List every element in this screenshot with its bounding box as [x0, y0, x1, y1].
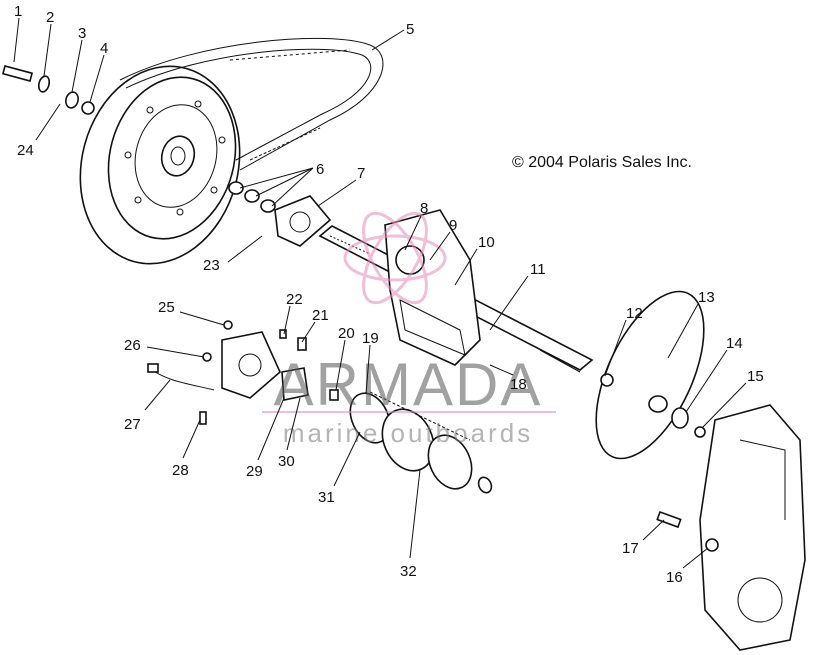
callout-27: 27: [124, 416, 141, 433]
callout-31: 31: [318, 489, 335, 506]
callout-23: 23: [203, 257, 220, 274]
copyright-text: © 2004 Polaris Sales Inc.: [512, 154, 692, 171]
callout-25: 25: [158, 299, 175, 316]
callout-19: 19: [362, 330, 379, 347]
callout-24: 24: [17, 142, 34, 159]
leader-lines: [13, 17, 747, 569]
jackshaft-housing: [384, 209, 481, 366]
cover-bolt: [656, 510, 719, 552]
callout-9: 9: [449, 217, 457, 234]
callout-15: 15: [747, 368, 764, 385]
shim-washers: [228, 181, 276, 213]
callout-22: 22: [286, 291, 303, 308]
bearing-flange-plate: [274, 195, 332, 247]
gearbox-assembly: [147, 320, 493, 494]
callout-2: 2: [46, 9, 54, 26]
watermark-name: ARMADA: [274, 351, 543, 418]
callout-7: 7: [357, 165, 365, 182]
callout-6: 6: [316, 161, 324, 178]
watermark: ARMADA marine outboards: [262, 211, 556, 448]
callout-1: 1: [14, 3, 22, 20]
callout-32: 32: [400, 563, 417, 580]
watermark-logo-icon: [343, 211, 447, 305]
callout-10: 10: [478, 234, 495, 251]
callout-16: 16: [666, 569, 683, 586]
callout-18: 18: [510, 376, 527, 393]
callout-14: 14: [726, 335, 743, 352]
callout-3: 3: [78, 25, 86, 42]
callout-8: 8: [420, 200, 428, 217]
bolt-stack: [1, 65, 95, 115]
callout-21: 21: [312, 307, 329, 324]
callout-20: 20: [338, 325, 355, 342]
callout-5: 5: [406, 21, 414, 38]
callout-17: 17: [622, 540, 639, 557]
callout-12: 12: [626, 305, 643, 322]
callout-11: 11: [530, 261, 546, 278]
drive-belt: [119, 37, 384, 171]
callout-30: 30: [278, 453, 295, 470]
callout-28: 28: [172, 462, 189, 479]
callout-4: 4: [100, 40, 108, 57]
callout-29: 29: [246, 463, 263, 480]
drive-clutch: [79, 65, 241, 265]
watermark-tagline: marine outboards: [283, 418, 533, 448]
chaincase-cover: [699, 404, 806, 651]
callout-13: 13: [698, 289, 715, 306]
callout-numbers: 1 2 3 4 5 6 7 8 9 10 11 12 13 14 15 16 1…: [14, 3, 764, 586]
callout-26: 26: [124, 337, 141, 354]
clutch-bolt-ring: [124, 100, 226, 216]
